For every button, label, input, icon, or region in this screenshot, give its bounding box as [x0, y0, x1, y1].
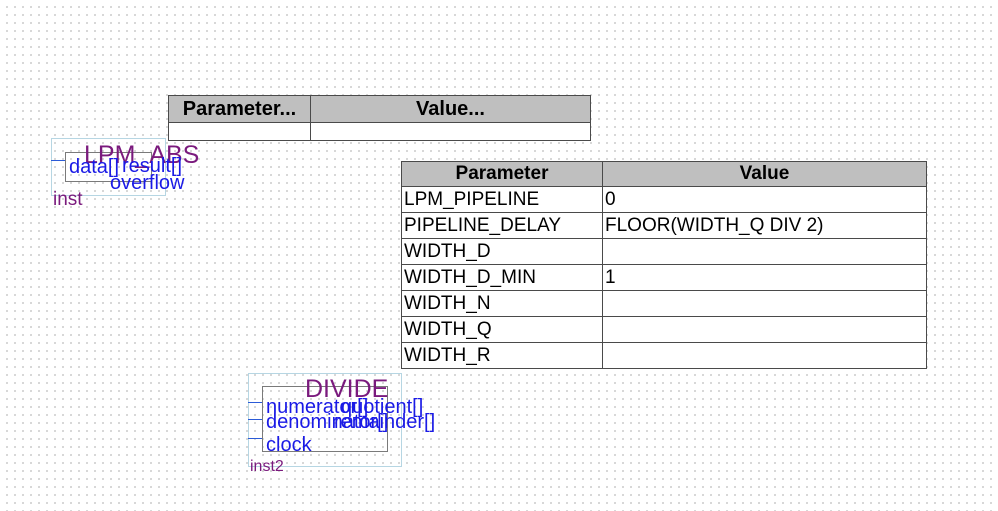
input-pin-line	[248, 438, 262, 439]
parameter-cell[interactable]: WIDTH_Q	[401, 316, 603, 343]
parameter-cell[interactable]	[168, 122, 311, 141]
table-row[interactable]: LPM_PIPELINE 0	[401, 186, 927, 213]
symbol-selection-box	[51, 138, 166, 196]
symbol-title: LPM_ABS	[84, 141, 200, 169]
input-port-label[interactable]: numerator[]	[266, 396, 369, 418]
symbol-body	[65, 152, 152, 182]
table-header-row: Parameter... Value...	[168, 95, 591, 123]
output-port-label[interactable]: quotient[]	[341, 396, 424, 418]
value-cell[interactable]	[310, 122, 591, 141]
parameter-header[interactable]: Parameter	[401, 161, 603, 187]
symbol-title: DIVIDE	[305, 375, 389, 403]
input-pin-line	[248, 402, 262, 403]
table-row[interactable]: WIDTH_R	[401, 342, 927, 369]
value-header[interactable]: Value	[602, 161, 927, 187]
instance-name[interactable]: inst	[53, 189, 83, 210]
table-row[interactable]: WIDTH_D	[401, 238, 927, 265]
parameter-cell[interactable]: WIDTH_D	[401, 238, 603, 265]
table-row[interactable]: WIDTH_N	[401, 290, 927, 317]
input-port-label[interactable]: clock	[266, 434, 312, 456]
parameter-cell[interactable]: WIDTH_N	[401, 290, 603, 317]
table-row[interactable]: WIDTH_Q	[401, 316, 927, 343]
output-port-label[interactable]: remainder[]	[334, 411, 436, 433]
output-port-label[interactable]: result[]	[122, 155, 183, 177]
parameter-cell[interactable]: LPM_PIPELINE	[401, 186, 603, 213]
symbol-selection-box	[248, 373, 402, 467]
table-row[interactable]: WIDTH_D_MIN 1	[401, 264, 927, 291]
value-cell[interactable]: 1	[602, 264, 927, 291]
parameter-header[interactable]: Parameter...	[168, 95, 311, 123]
table-row[interactable]	[168, 122, 591, 141]
value-cell[interactable]	[602, 290, 927, 317]
parameter-table-empty[interactable]: Parameter... Value...	[168, 95, 591, 141]
table-header-row: Parameter Value	[401, 161, 927, 187]
parameter-cell[interactable]: PIPELINE_DELAY	[401, 212, 603, 239]
symbol-body	[262, 386, 388, 452]
value-cell[interactable]	[602, 316, 927, 343]
output-port-label[interactable]: overflow	[110, 172, 185, 194]
value-header[interactable]: Value...	[310, 95, 591, 123]
input-port-label[interactable]: denominator[]	[266, 411, 389, 433]
parameter-table[interactable]: Parameter Value LPM_PIPELINE 0 PIPELINE_…	[401, 161, 927, 369]
value-cell[interactable]: FLOOR(WIDTH_Q DIV 2)	[602, 212, 927, 239]
input-pin-line	[51, 160, 65, 161]
table-row[interactable]: PIPELINE_DELAY FLOOR(WIDTH_Q DIV 2)	[401, 212, 927, 239]
value-cell[interactable]	[602, 238, 927, 265]
value-cell[interactable]: 0	[602, 186, 927, 213]
value-cell[interactable]	[602, 342, 927, 369]
parameter-cell[interactable]: WIDTH_R	[401, 342, 603, 369]
input-pin-line	[248, 419, 262, 420]
instance-name[interactable]: inst2	[250, 458, 284, 475]
input-port-label[interactable]: data[]	[69, 156, 120, 178]
parameter-cell[interactable]: WIDTH_D_MIN	[401, 264, 603, 291]
